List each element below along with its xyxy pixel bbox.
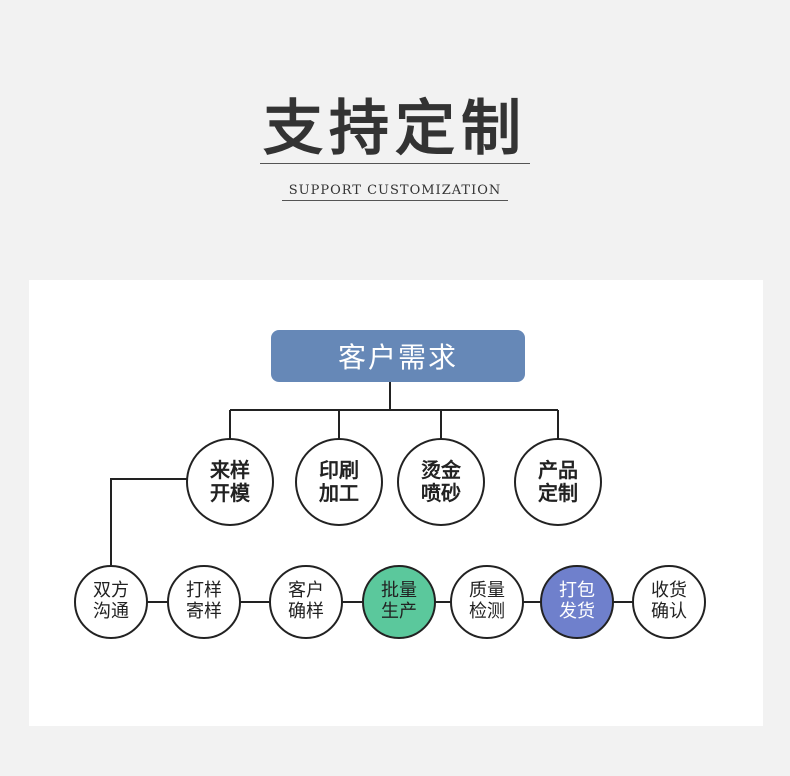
subtitle-divider xyxy=(282,200,508,201)
step-line1: 客户 xyxy=(288,580,324,602)
category-line1: 产品 xyxy=(538,458,578,482)
category-line1: 印刷 xyxy=(319,458,359,482)
category-line2: 加工 xyxy=(319,481,359,505)
category-product-custom: 产品 定制 xyxy=(514,438,602,526)
step-line1: 批量 xyxy=(381,580,417,602)
category-line2: 定制 xyxy=(538,481,578,505)
step-line2: 沟通 xyxy=(93,601,129,622)
step-line1: 质量 xyxy=(469,580,505,602)
category-line2: 开模 xyxy=(210,481,250,505)
step-line2: 确样 xyxy=(288,601,324,622)
step-line1: 打包 xyxy=(559,580,595,602)
step-receipt-confirm: 收货 确认 xyxy=(632,565,706,639)
step-pack-ship: 打包 发货 xyxy=(540,565,614,639)
page-subtitle: SUPPORT CUSTOMIZATION xyxy=(288,183,502,198)
category-line1: 来样 xyxy=(210,458,250,482)
step-line1: 收货 xyxy=(651,580,687,602)
category-line2: 喷砂 xyxy=(421,481,461,505)
category-hot-stamping: 烫金 喷砂 xyxy=(397,438,485,526)
step-sample-confirm: 客户 确样 xyxy=(269,565,343,639)
step-line2: 确认 xyxy=(651,601,687,622)
category-printing: 印刷 加工 xyxy=(295,438,383,526)
step-line2: 寄样 xyxy=(186,601,222,622)
step-sampling: 打样 寄样 xyxy=(167,565,241,639)
step-line1: 双方 xyxy=(93,580,129,602)
category-line1: 烫金 xyxy=(421,458,461,482)
customer-demand-node: 客户需求 xyxy=(271,330,525,382)
step-line2: 生产 xyxy=(381,601,417,622)
flow-start-connector xyxy=(110,478,187,565)
step-communication: 双方 沟通 xyxy=(74,565,148,639)
category-sample-mold: 来样 开模 xyxy=(186,438,274,526)
page-title: 支持定制 xyxy=(263,94,527,164)
step-line1: 打样 xyxy=(186,580,222,602)
title-divider xyxy=(260,163,530,164)
step-line2: 发货 xyxy=(559,601,595,622)
step-mass-production: 批量 生产 xyxy=(362,565,436,639)
step-quality-check: 质量 检测 xyxy=(450,565,524,639)
step-line2: 检测 xyxy=(469,601,505,622)
